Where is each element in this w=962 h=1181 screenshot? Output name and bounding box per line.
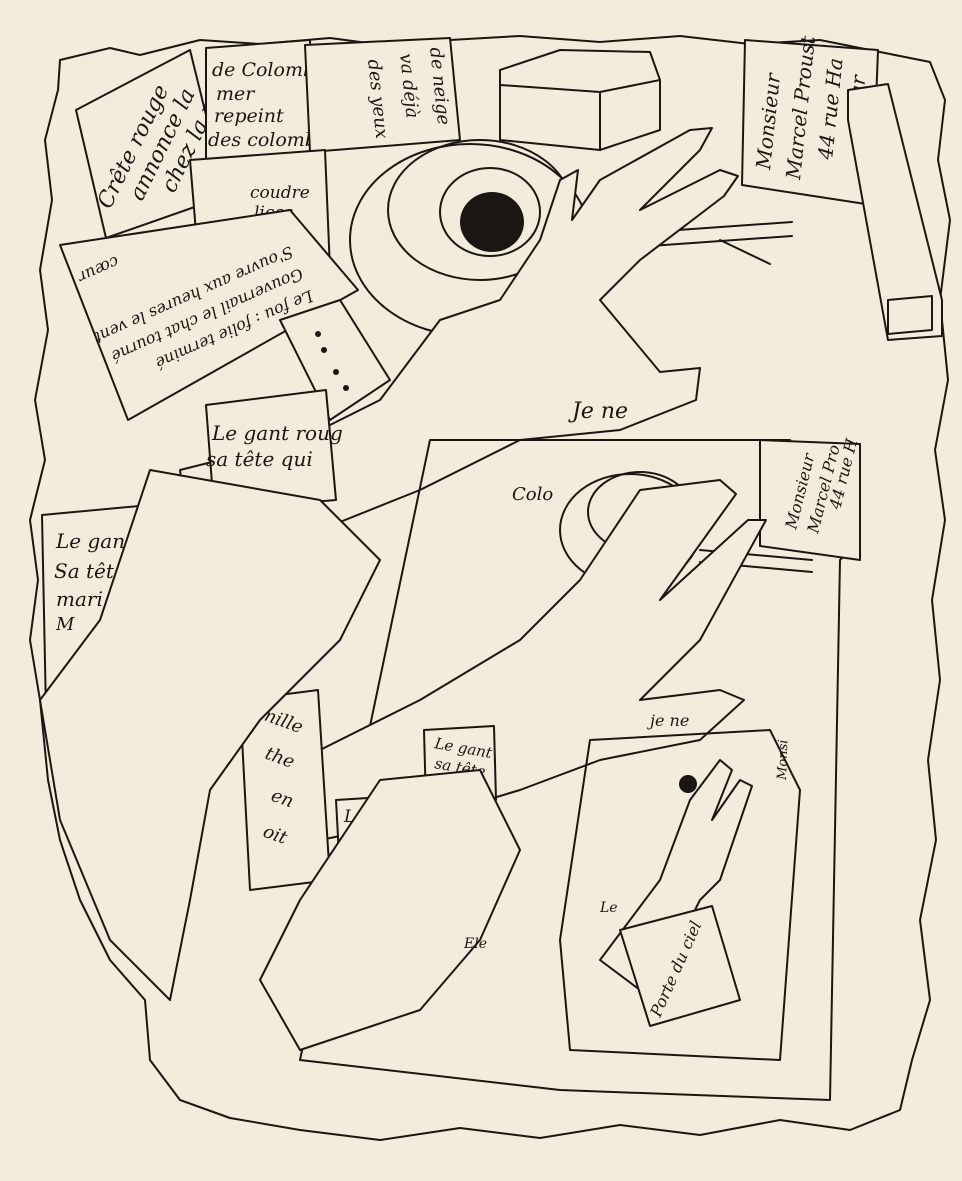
note-line: Le gant roug	[211, 421, 343, 445]
tiny-label: Ele	[463, 936, 487, 952]
box-top	[499, 49, 661, 151]
note-de-colomb: de Colomb mer repeint des colombes	[205, 39, 338, 169]
tall-bar	[847, 83, 943, 341]
note-line: Le gant	[55, 529, 134, 553]
torn-border	[29, 35, 951, 1141]
envelope-monsieur-mid: Monsieur Marcel Pro 44 rue H	[759, 436, 862, 561]
note-monsi: Monsi	[775, 739, 791, 781]
note-gant-rouge: Le gant roug sa tête qui	[205, 389, 343, 511]
sleeve	[39, 469, 521, 1051]
hand-text: Je ne	[568, 399, 628, 424]
note-line: mer	[216, 83, 256, 105]
hand-middle: je ne	[299, 479, 767, 841]
note-de-neige: de neige va déjà des yeux	[304, 37, 461, 153]
note-colo: Colo	[512, 484, 553, 505]
note-tilted: Le fou : folie terminé Gouvernail le cha…	[59, 209, 359, 421]
note-line: mari	[56, 587, 103, 611]
note-line: repeint	[214, 105, 284, 127]
nested-frame: Monsi	[559, 729, 801, 1061]
note-mille: mille the en oit	[239, 689, 331, 891]
note-line: sa tête qui	[206, 447, 313, 471]
note-line: de Colomb	[212, 59, 315, 81]
tiny-label: Le	[599, 900, 618, 916]
die-block	[279, 299, 391, 421]
note-line: coudre	[250, 183, 310, 203]
hand-text: je ne	[647, 711, 689, 730]
note-line: M	[55, 614, 75, 635]
note-porte-du-ciel: Porte du ciel	[619, 905, 741, 1027]
note-line: des colombes	[208, 129, 338, 151]
